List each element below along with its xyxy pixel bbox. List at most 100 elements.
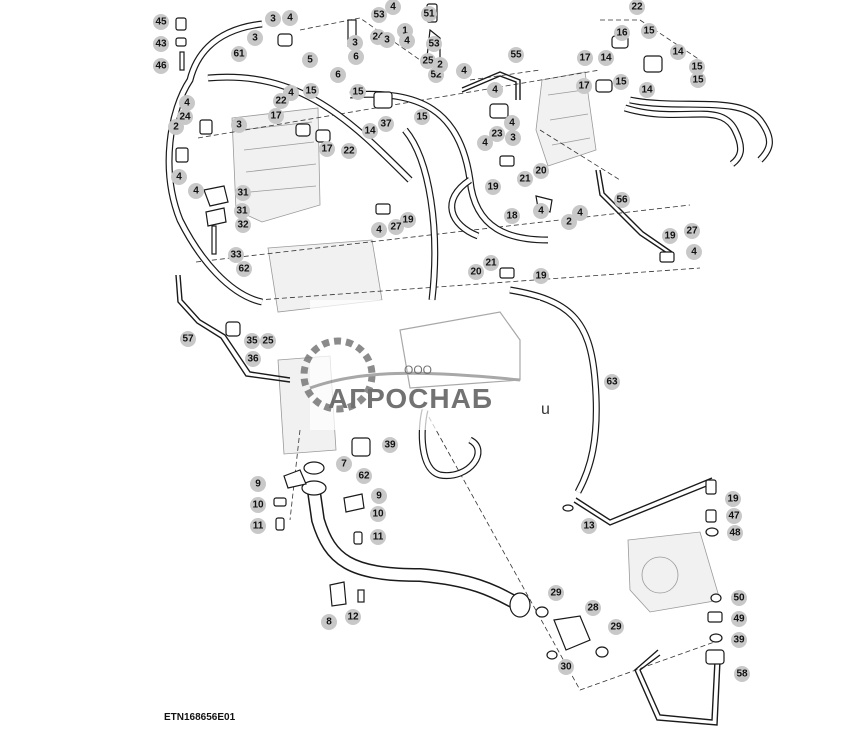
callout-22: 22	[273, 93, 289, 109]
callout-number: 4	[287, 13, 293, 24]
pump-ghost	[535, 71, 597, 167]
callout-10: 10	[370, 506, 386, 522]
callout-31: 31	[234, 203, 250, 219]
callout-number: 19	[727, 494, 739, 505]
callout-number: 22	[343, 146, 355, 157]
callout-48: 48	[727, 525, 743, 541]
callout-number: 15	[305, 86, 317, 97]
callout-3: 3	[265, 11, 281, 27]
figure-code: ETN168656E01	[164, 712, 236, 723]
callout-number: 14	[641, 85, 653, 96]
callout-number: 25	[422, 56, 434, 67]
callout-4: 4	[487, 82, 503, 98]
callout-number: 4	[577, 208, 583, 219]
pipe-53	[634, 649, 721, 726]
callout-number: 6	[353, 52, 359, 63]
callout-39: 39	[382, 437, 398, 453]
callout-number: 3	[384, 35, 390, 46]
callout-number: 10	[372, 509, 384, 520]
callout-number: 2	[437, 60, 443, 71]
callout-number: 15	[615, 77, 627, 88]
callout-number: 52	[430, 70, 442, 81]
callout-number: 12	[347, 612, 359, 623]
callout-number: 25	[262, 336, 274, 347]
motor-ghost	[627, 531, 721, 613]
callout-19: 19	[533, 268, 549, 284]
callout-number: 57	[182, 334, 194, 345]
callout-17: 17	[268, 108, 284, 124]
callout-number: 4	[184, 98, 190, 109]
callout-number: 29	[550, 588, 562, 599]
callout-number: 28	[587, 603, 599, 614]
callout-number: 51	[423, 9, 435, 20]
callout-number: 21	[519, 174, 531, 185]
callout-number: 35	[246, 336, 258, 347]
tube-large	[307, 491, 522, 611]
callout-number: 19	[535, 271, 547, 282]
callout-number: 4	[193, 186, 199, 197]
callout-number: 22	[275, 96, 287, 107]
callout-number: 19	[487, 182, 499, 193]
callout-number: 14	[364, 126, 376, 137]
callout-18: 18	[504, 208, 520, 224]
callout-3: 3	[247, 30, 263, 46]
callout-number: 50	[733, 593, 745, 604]
callout-19: 19	[662, 228, 678, 244]
watermark-prefix: ООО	[404, 363, 432, 377]
callout-number: 8	[326, 617, 332, 628]
callout-number: 15	[692, 75, 704, 86]
callout-17: 17	[577, 50, 593, 66]
callout-56: 56	[614, 192, 630, 208]
callout-number: 4	[288, 88, 294, 99]
callout-21: 21	[517, 171, 533, 187]
callout-number: 17	[579, 53, 591, 64]
callout-14: 14	[362, 123, 378, 139]
callout-30: 30	[558, 659, 574, 675]
callout-10: 10	[250, 497, 266, 513]
callout-19: 19	[725, 491, 741, 507]
callout-13: 13	[581, 518, 597, 534]
callout-number: 17	[270, 111, 282, 122]
callout-27: 27	[684, 223, 700, 239]
callout-number: 3	[510, 133, 516, 144]
callout-22: 22	[341, 143, 357, 159]
callout-number: 1	[402, 26, 408, 37]
callout-12: 12	[345, 609, 361, 625]
callout-number: 24	[372, 32, 384, 43]
watermark: ООО АГРОСНАБ u	[300, 300, 550, 430]
pipe-52	[595, 169, 673, 256]
callout-4: 4	[371, 222, 387, 238]
hose-62-63	[623, 96, 773, 167]
callout-15: 15	[689, 59, 705, 75]
callout-number: 5	[307, 55, 313, 66]
callout-number: 3	[252, 33, 258, 44]
hose-61	[448, 177, 480, 240]
callout-number: 4	[509, 118, 515, 129]
callout-15: 15	[613, 74, 629, 90]
callout-number: 15	[352, 87, 364, 98]
callout-39: 39	[731, 632, 747, 648]
callout-47: 47	[726, 508, 742, 524]
callout-29: 29	[548, 585, 564, 601]
callout-9: 9	[371, 488, 387, 504]
callout-2: 2	[561, 214, 577, 230]
watermark-suffix: u	[541, 401, 550, 418]
callout-15: 15	[414, 109, 430, 125]
callout-11: 11	[250, 518, 266, 534]
callout-58: 58	[734, 666, 750, 682]
callout-number: 10	[252, 500, 264, 511]
callout-61: 61	[231, 46, 247, 62]
hose-37-61	[402, 127, 439, 301]
callout-53: 53	[426, 36, 442, 52]
callout-4: 4	[171, 169, 187, 185]
callout-number: 17	[578, 81, 590, 92]
callout-4: 4	[533, 203, 549, 219]
dashed-assembly-outlines	[195, 17, 721, 691]
pipe-55	[175, 274, 291, 383]
callout-number: 16	[616, 28, 628, 39]
callout-4: 4	[188, 183, 204, 199]
callout-21: 21	[483, 255, 499, 271]
callout-number: 19	[402, 215, 414, 226]
callout-36: 36	[245, 351, 261, 367]
